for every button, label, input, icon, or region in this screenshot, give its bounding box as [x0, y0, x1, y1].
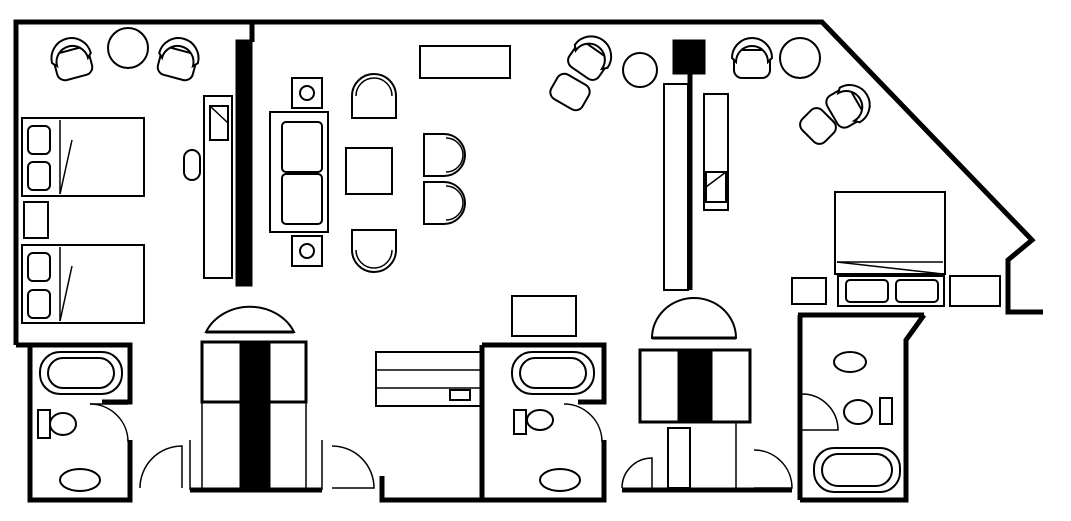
armchair-top-right	[156, 37, 200, 82]
toilet-tank-3	[879, 397, 893, 425]
sink-2	[539, 468, 581, 492]
bed-lower	[21, 244, 145, 324]
closet-divider-right	[677, 349, 713, 423]
closet-left	[189, 305, 323, 493]
column-right	[672, 39, 706, 75]
door-swing-entry-4	[753, 449, 793, 489]
kitchenette	[375, 351, 483, 503]
pillow-right	[895, 279, 939, 303]
tv-bedroom-2	[705, 171, 727, 203]
exterior-wall	[13, 19, 1043, 345]
coffee-table	[345, 147, 393, 195]
closet-right	[622, 297, 792, 493]
nightstand	[23, 201, 49, 239]
toilet-1	[49, 412, 77, 436]
toilet-2	[526, 409, 554, 431]
living-room	[269, 35, 658, 337]
bath-2-walls-bottom	[479, 345, 607, 503]
closet-door-arc-left	[204, 305, 296, 333]
end-table-bottom	[291, 235, 323, 267]
closet-door-arc-right	[650, 297, 738, 339]
bedroom-one-bed	[663, 37, 1001, 307]
wastebasket	[183, 149, 201, 181]
door-swing-bath-2	[563, 403, 603, 443]
bathroom-1	[27, 342, 133, 503]
armchair-living-lower	[549, 72, 591, 112]
round-table-bedroom-1	[107, 27, 149, 69]
chair-east-upper	[423, 133, 466, 177]
nightstand-right	[949, 275, 1001, 307]
toilet-tank-2	[513, 409, 527, 435]
end-table-top	[291, 77, 323, 109]
armchair-living-upper	[567, 35, 613, 81]
pillow-left	[845, 279, 889, 303]
bedroom-two-beds	[21, 27, 233, 324]
bath-3-east-wall	[800, 313, 927, 503]
bathroom-3	[801, 351, 901, 493]
toilet-3	[843, 399, 873, 425]
outer-walls	[13, 19, 1043, 503]
armchair-bedroom-2	[730, 37, 774, 79]
door-swing-bath-3	[801, 393, 839, 431]
bath-1-walls-bottom	[27, 345, 133, 503]
round-table-living	[622, 52, 658, 88]
bath-2-walls-top	[482, 342, 607, 405]
wardrobe-bedroom-2	[663, 83, 689, 291]
desk	[511, 295, 577, 337]
bathroom-2	[479, 342, 607, 503]
kitchen-wall-bottom	[379, 476, 480, 503]
sofa	[269, 111, 329, 233]
closet-divider-left	[239, 341, 271, 489]
tv-bedroom-1	[209, 105, 229, 141]
round-table-bedroom-2	[779, 37, 821, 79]
chair-south	[351, 229, 397, 273]
sink-1	[59, 468, 101, 492]
interior-partitions	[235, 22, 706, 290]
closet-shelf-right	[667, 427, 691, 489]
kitchen-counter	[375, 351, 483, 407]
armchair-top-left	[50, 37, 94, 82]
bed-king	[834, 191, 946, 275]
toilet-tank-1	[37, 409, 51, 439]
armchair-diagonal-upper	[825, 84, 871, 129]
door-swing-entry-1	[139, 445, 183, 489]
console-table	[419, 45, 511, 79]
door-swing-entry-2	[331, 445, 375, 489]
nightstand-left	[791, 277, 827, 305]
bath-1-walls-top	[30, 342, 133, 405]
door-swing-entry-3	[621, 457, 653, 489]
partition-wall-left	[235, 39, 253, 287]
sink-3	[833, 351, 867, 373]
door-swing-bath-1	[89, 403, 129, 443]
armchair-diagonal-lower	[799, 107, 837, 145]
chair-north	[351, 73, 397, 119]
bed-upper	[21, 117, 145, 197]
chair-east-lower	[423, 181, 466, 225]
kitchen-sink	[449, 389, 471, 401]
